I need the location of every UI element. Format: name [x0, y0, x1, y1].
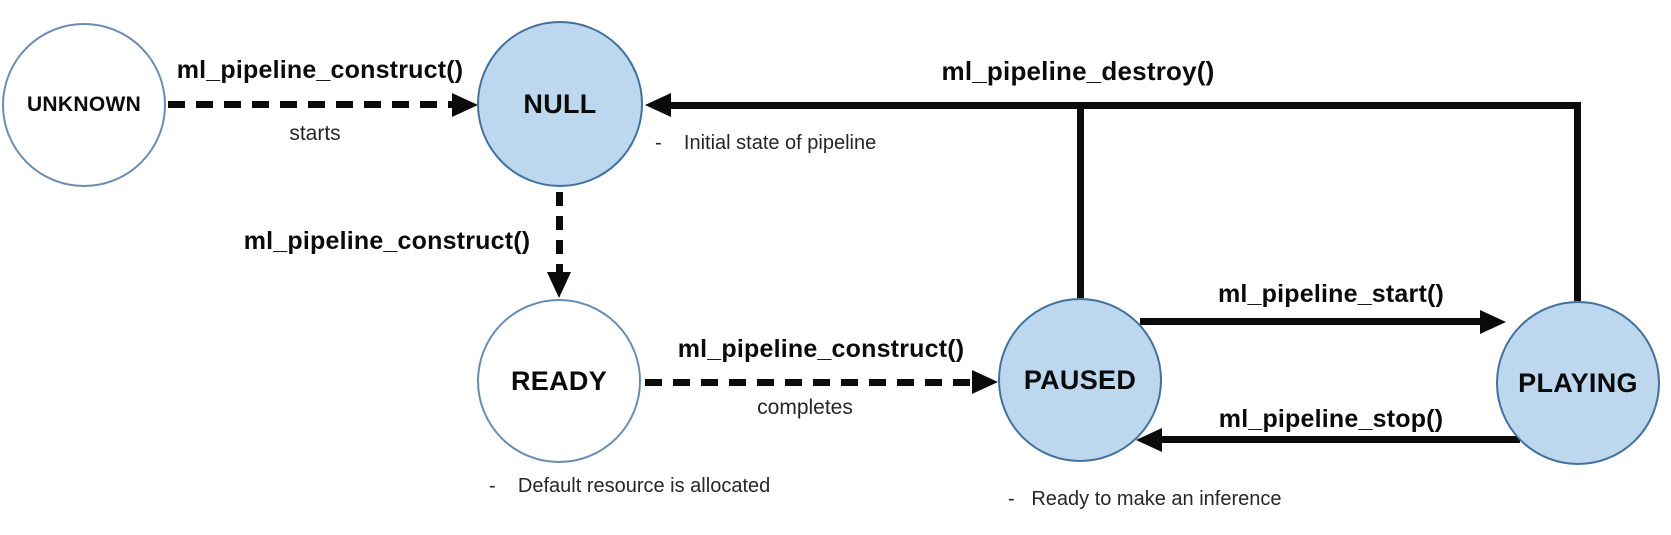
note-ready-state: - Default resource is allocated — [489, 475, 771, 497]
destroy-line-from-playing — [1574, 102, 1581, 301]
arrow-playing-to-paused — [1162, 436, 1520, 443]
label-ml-pipeline-destroy: ml_pipeline_destroy() — [941, 56, 1215, 86]
destroy-line-horizontal — [668, 102, 1580, 109]
state-null-label: NULL — [523, 88, 597, 119]
label-construct-unknown-null: ml_pipeline_construct() — [176, 56, 464, 84]
label-completes: completes — [757, 396, 853, 419]
arrow-null-to-ready — [556, 192, 563, 272]
arrowhead-paused-to-playing — [1480, 310, 1506, 334]
label-construct-null-ready: ml_pipeline_construct() — [243, 227, 531, 255]
state-null: NULL — [477, 21, 643, 187]
note-paused-state: - Ready to make an inference — [1008, 488, 1282, 510]
destroy-line-from-paused — [1077, 102, 1084, 298]
arrowhead-ready-to-paused — [972, 370, 998, 394]
label-construct-ready-paused: ml_pipeline_construct() — [677, 335, 965, 363]
state-unknown: UNKNOWN — [2, 23, 166, 187]
arrow-paused-to-playing — [1140, 318, 1480, 325]
arrowhead-destroy-into-null — [645, 93, 671, 117]
state-playing: PLAYING — [1496, 301, 1660, 465]
label-ml-pipeline-start: ml_pipeline_start() — [1217, 280, 1445, 308]
arrow-ready-to-paused — [645, 379, 972, 386]
state-paused-label: PAUSED — [1023, 364, 1137, 395]
arrow-unknown-to-null — [168, 101, 452, 108]
arrowhead-unknown-to-null — [452, 93, 478, 117]
label-starts: starts — [289, 122, 341, 145]
note-null-state: - Initial state of pipeline — [655, 132, 877, 154]
state-paused: PAUSED — [998, 298, 1162, 462]
state-playing-label: PLAYING — [1518, 367, 1638, 398]
label-ml-pipeline-stop: ml_pipeline_stop() — [1218, 405, 1444, 433]
arrowhead-null-to-ready — [547, 272, 571, 298]
state-ready-label: READY — [510, 365, 607, 396]
state-ready: READY — [477, 299, 641, 463]
state-unknown-label: UNKNOWN — [26, 93, 142, 116]
